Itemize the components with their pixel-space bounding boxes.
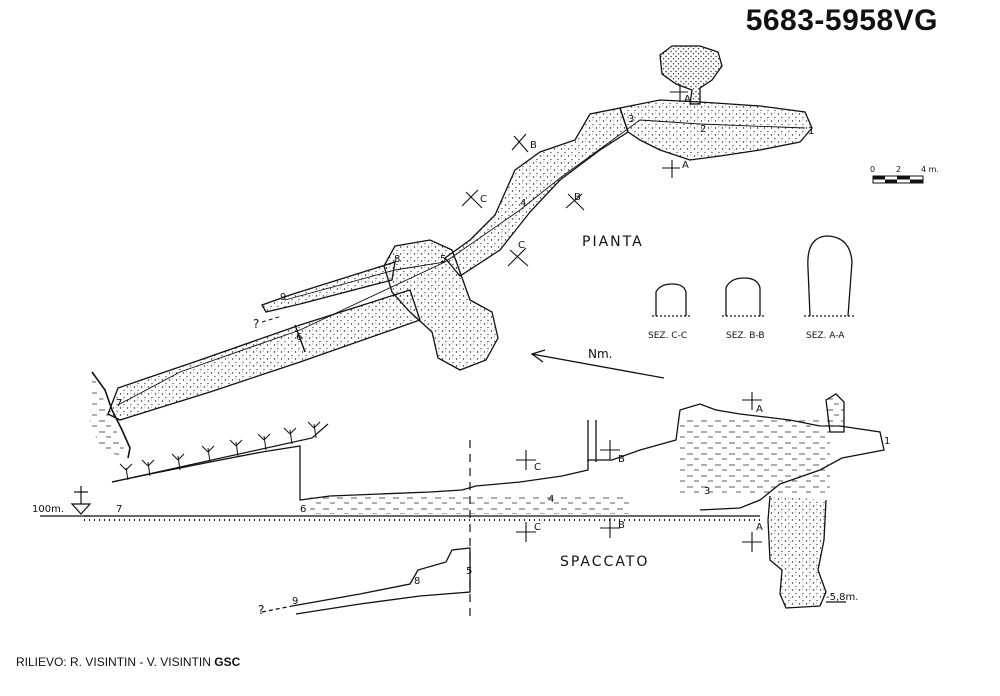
cross-sections: [652, 235, 856, 317]
plan-station-7: 7: [116, 398, 122, 409]
elevation-lower-profile: [291, 547, 471, 615]
plan-entrance-face: [91, 371, 131, 459]
scale-tick-4: 4 m.: [921, 165, 939, 174]
plan-station-8: 8: [394, 254, 400, 265]
elev-station-9: 9: [292, 596, 298, 607]
survey-credit: RILIEVO: R. VISINTIN - V. VISINTIN GSC: [16, 655, 240, 669]
section-c-c-shape: [655, 283, 687, 316]
elevation-view-title: SPACCATO: [560, 554, 649, 570]
plan-unknown-mark: ?: [253, 317, 259, 331]
elevation-section-marks: A A B B C C: [516, 392, 763, 552]
plan-station-5: 5: [440, 254, 446, 265]
scale-tick-0: 0: [870, 165, 875, 174]
section-b-b-label: SEZ. B-B: [726, 331, 765, 341]
elev-section-b-bottom: B: [618, 520, 625, 531]
plan-view: [90, 45, 813, 459]
elevation-stations: 1 3 4 5 6 7 8 9 ?: [116, 436, 890, 617]
plan-station-2: 2: [700, 124, 706, 135]
plan-entrance-sketch: [659, 45, 723, 105]
plan-stations: 1 2 3 4 5 6 7 8 9 ?: [116, 114, 814, 409]
elev-station-8: 8: [414, 576, 420, 587]
plan-diagonal-passage: [444, 107, 629, 277]
survey-credit-group: GSC: [214, 655, 241, 669]
plan-section-b-top: B: [530, 140, 537, 151]
section-c-c-label: SEZ. C-C: [648, 331, 687, 341]
plan-section-c-bottom: C: [518, 240, 525, 251]
elev-section-c-top: C: [534, 462, 541, 473]
datum-mark: [40, 486, 92, 517]
elev-station-3: 3: [704, 486, 710, 497]
elev-station-1: 1: [884, 436, 890, 447]
elev-unknown-mark: ?: [258, 603, 264, 617]
plan-lower-passage: [107, 289, 421, 421]
elev-section-a-bottom: A: [756, 522, 763, 533]
scale-bar: 0 2 4 m.: [870, 165, 939, 184]
elevation-shaft: [767, 495, 827, 609]
plan-station-6: 6: [296, 332, 302, 343]
plan-station-3: 3: [628, 114, 634, 125]
plan-upper-chamber: [619, 99, 813, 161]
plan-section-c-top: C: [480, 194, 487, 205]
plan-section-a-top: A: [684, 94, 691, 105]
plan-station-1: 1: [808, 126, 814, 137]
plan-upper-branch: [261, 261, 396, 313]
plan-station-4: 4: [520, 198, 526, 209]
plan-station-9: 9: [280, 292, 286, 303]
elev-station-7: 7: [116, 504, 122, 515]
scale-tick-2: 2: [896, 165, 901, 174]
north-arrow: Nm.: [530, 347, 665, 379]
plan-survey-line: [284, 119, 806, 301]
elev-section-c-bottom: C: [534, 522, 541, 533]
elev-section-a-top: A: [756, 404, 763, 415]
surface-vegetation: [119, 421, 321, 481]
cave-catalog-number: 5683-5958VG: [745, 4, 938, 37]
elev-station-6: 6: [300, 504, 306, 515]
elev-station-4: 4: [548, 494, 554, 505]
plan-view-title: PIANTA: [582, 234, 644, 250]
section-b-b-shape: [725, 277, 761, 316]
elevation-view: [84, 393, 885, 622]
section-a-a-label: SEZ. A-A: [806, 331, 845, 341]
survey-credit-names: RILIEVO: R. VISINTIN - V. VISINTIN: [16, 655, 215, 669]
north-label: Nm.: [588, 347, 612, 361]
datum-label: 100m.: [32, 504, 64, 515]
plan-section-a-bottom: A: [682, 160, 689, 171]
elev-section-b-top: B: [618, 454, 625, 465]
plan-section-marks: A A B B C C: [461, 84, 691, 267]
section-a-a-shape: [807, 235, 853, 317]
plan-section-b-bottom: B: [574, 192, 581, 203]
depth-label: -5,8m.: [826, 592, 858, 603]
elev-station-5: 5: [466, 566, 472, 577]
